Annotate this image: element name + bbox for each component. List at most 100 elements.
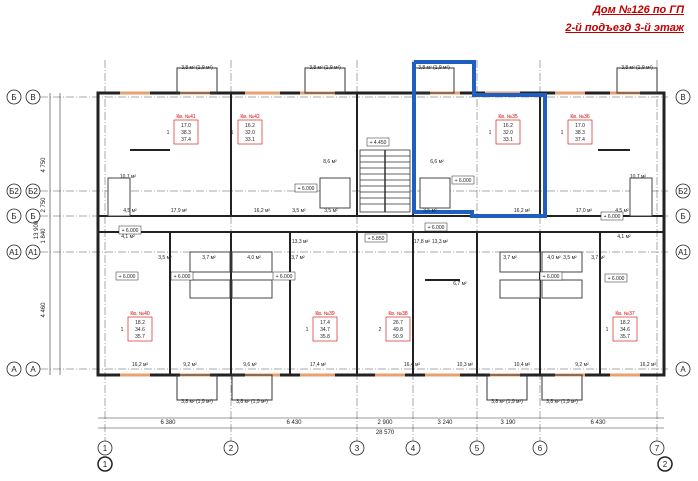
apartment-number: Кв. №40 (130, 311, 149, 317)
axis-bubble (6, 208, 22, 224)
plan-subtitle: 2-й подъезд 3-й этаж (565, 22, 684, 34)
apartment-area-value: 38.3 (575, 130, 585, 136)
dimension-label: 2 900 (377, 420, 393, 426)
axis-bubble (349, 440, 365, 456)
dimension-label: 3 240 (437, 420, 453, 426)
level-mark-box (118, 225, 142, 235)
staircase (359, 149, 411, 213)
bathrooms (107, 177, 653, 299)
apartment-area-value: 49.8 (393, 327, 403, 333)
dimension-label: 6 430 (590, 420, 606, 426)
room-area: 10,4 м² (514, 362, 531, 368)
axis-label: Б (30, 212, 35, 221)
apartment-area-value: 17.0 (575, 123, 585, 129)
room-count: 1 (121, 327, 124, 333)
axis-bubble (675, 361, 691, 377)
level-mark-box (294, 183, 318, 193)
axis-label: А (680, 365, 686, 374)
level-mark-box (364, 233, 388, 243)
axis-bubble (405, 440, 421, 456)
room-area: 8,6 м² (323, 159, 337, 165)
axis-label: А1 (28, 248, 38, 257)
apartment-area-value: 37.4 (575, 137, 585, 143)
room-area: 9,6 м² (243, 362, 257, 368)
apartment-area-box (173, 119, 199, 145)
level-mark-box (272, 271, 296, 281)
apartment-area-value: 33.1 (503, 137, 513, 143)
axis-bubble (25, 183, 41, 199)
level-mark-box (600, 211, 624, 221)
dimension-label: 6 380 (160, 420, 176, 426)
balcony-area: 3,8 м² (1,9 м²) (309, 65, 341, 71)
level-mark-box (451, 175, 475, 185)
axis-label: Б (11, 212, 16, 221)
total-dimension: 28 570 (376, 430, 395, 436)
apartment-area-value: 35.7 (620, 334, 630, 340)
axis-label: Б (11, 93, 16, 102)
apartment-area-value: 17.4 (320, 320, 330, 326)
room-area: 16,2 м² (640, 362, 657, 368)
level-mark: + 4.450 (370, 140, 387, 146)
axis-label: А1 (9, 248, 19, 257)
axis-bubble (223, 440, 239, 456)
axis-label: 2 (229, 444, 234, 453)
room-area: 10,3 м² (457, 362, 474, 368)
axis-bubble (675, 89, 691, 105)
apartment-area-value: 37.4 (181, 137, 191, 143)
axis-bubble (97, 456, 113, 472)
axis-bubble (657, 456, 673, 472)
room-count: 1 (306, 327, 309, 333)
apartment-area-value: 16.2 (245, 123, 255, 129)
axis-label: 1 (103, 460, 108, 469)
dimension-lines (49, 93, 664, 429)
room-area: 9,2 м² (575, 362, 589, 368)
apartment-number: Кв. №38 (388, 311, 407, 317)
apartment-area-value: 32.0 (245, 130, 255, 136)
level-mark: + 6.000 (174, 274, 191, 280)
axis-bubble (675, 208, 691, 224)
axis-label: А (30, 365, 36, 374)
apartment-area-value: 32.0 (503, 130, 513, 136)
dimension-label: 6 430 (286, 420, 302, 426)
balcony-area: 3,8 м² (1,9 м²) (546, 399, 578, 405)
axis-label: 6 (538, 444, 543, 453)
room-area: 4,1 м² (121, 234, 135, 240)
axis-label: 4 (411, 444, 416, 453)
highlighted-apartment-outline[interactable] (412, 60, 547, 218)
balconies (176, 67, 658, 401)
axis-label: 5 (475, 444, 480, 453)
room-area: 16,2 м² (514, 208, 531, 214)
balcony-area: 3,8 м² (1,9 м²) (181, 65, 213, 71)
room-count: 1 (561, 130, 564, 136)
level-mark: + 6.000 (122, 228, 139, 234)
apartment-area-value: 18.2 (135, 320, 145, 326)
axis-label: В (680, 93, 685, 102)
room-area: 4,5 м² (123, 208, 137, 214)
axis-bubble (25, 89, 41, 105)
level-mark-box (604, 273, 628, 283)
apartment-area-value: 33.1 (245, 137, 255, 143)
level-mark-box (539, 271, 563, 281)
balcony-area: 3,8 м² (1,9 м²) (418, 65, 450, 71)
axis-label: А1 (678, 248, 688, 257)
room-area: 10,7 м² (630, 174, 647, 180)
room-area: 17,4 м² (310, 362, 327, 368)
level-mark-box (170, 271, 194, 281)
apartment-area-box (385, 316, 411, 342)
axis-bubble (6, 244, 22, 260)
room-area: 3,5 м² (324, 208, 338, 214)
dimension-label: 13 900 (34, 220, 40, 239)
axis-bubble (25, 244, 41, 260)
apartment-area-value: 34.6 (620, 327, 630, 333)
apartment-area-value: 16.2 (503, 123, 513, 129)
axis-label: 3 (355, 444, 360, 453)
room-area: 6,7 м² (453, 281, 467, 287)
room-area: 3,7 м² (291, 255, 305, 261)
room-area: 6,6 м² (430, 159, 444, 165)
axis-label: Б (680, 212, 685, 221)
apartment-area-value: 34.7 (320, 327, 330, 333)
level-mark: + 6.000 (455, 178, 472, 184)
room-area: 13,3 м² (432, 239, 449, 245)
